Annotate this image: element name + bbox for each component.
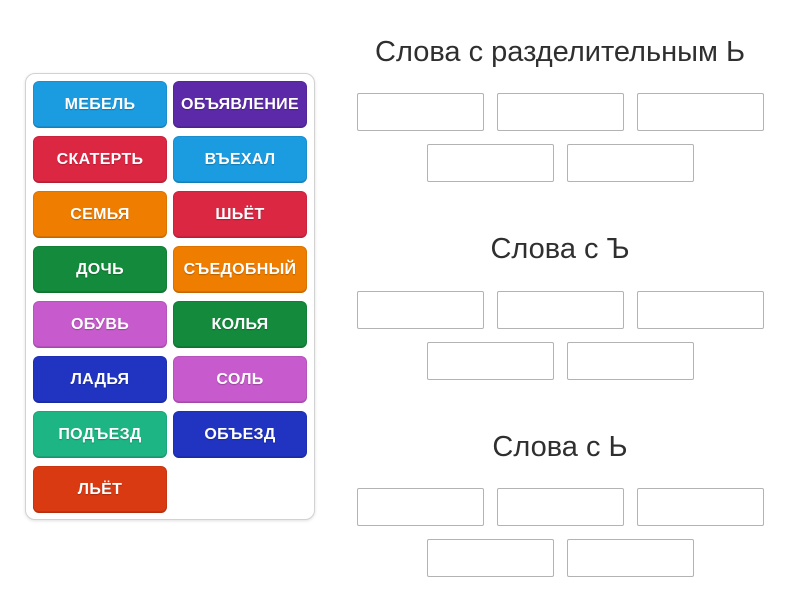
slot-row [426, 539, 694, 578]
drop-slot[interactable] [636, 488, 764, 527]
drop-slot[interactable] [496, 290, 624, 329]
word-tile[interactable]: ЛАДЬЯ [33, 356, 167, 403]
word-tile[interactable]: КОЛЬЯ [173, 301, 307, 348]
word-tile[interactable]: ШЬЁТ [173, 191, 307, 238]
drop-slot[interactable] [356, 488, 484, 527]
drop-slot[interactable] [566, 144, 694, 183]
word-tile[interactable]: СЪЕДОБНЫЙ [173, 246, 307, 293]
slot-row [356, 93, 764, 132]
drop-slot[interactable] [426, 144, 554, 183]
word-tile[interactable]: ОБУВЬ [33, 301, 167, 348]
slot-row [356, 488, 764, 527]
word-tile[interactable]: ЛЬЁТ [33, 466, 167, 513]
drop-slot[interactable] [566, 539, 694, 578]
slot-row [426, 144, 694, 183]
word-tile[interactable]: СКАТЕРТЬ [33, 136, 167, 183]
word-tile[interactable]: СЕМЬЯ [33, 191, 167, 238]
drop-slot[interactable] [636, 93, 764, 132]
slot-row [426, 341, 694, 380]
slot-row [356, 290, 764, 329]
category-group: Слова с Ь [356, 430, 764, 590]
drop-slot[interactable] [636, 290, 764, 329]
category-groups: Слова с разделительным Ь Слова с Ъ Слова с… [330, 36, 790, 600]
word-tile[interactable]: МЕБЕЛЬ [33, 81, 167, 128]
category-group: Слова с Ъ [356, 233, 764, 392]
drop-slot[interactable] [426, 341, 554, 380]
category-title: Слова с Ь [492, 430, 628, 463]
drop-slot[interactable] [566, 341, 694, 380]
word-tile[interactable]: ОБЪЕЗД [173, 411, 307, 458]
word-tile[interactable]: ДОЧЬ [33, 246, 167, 293]
category-title: Слова с Ъ [490, 233, 630, 266]
word-tile[interactable]: ОБЪЯВЛЕНИЕ [173, 81, 307, 128]
category-group: Слова с разделительным Ь [356, 36, 764, 195]
drop-slot[interactable] [426, 539, 554, 578]
word-tile[interactable]: ПОДЪЕЗД [33, 411, 167, 458]
drop-slot[interactable] [496, 488, 624, 527]
drop-slot[interactable] [356, 93, 484, 132]
word-tile[interactable]: СОЛЬ [173, 356, 307, 403]
word-tile[interactable]: ВЪЕХАЛ [173, 136, 307, 183]
category-title: Слова с разделительным Ь [375, 36, 745, 68]
drop-slot[interactable] [496, 93, 624, 132]
drop-slot[interactable] [356, 290, 484, 329]
